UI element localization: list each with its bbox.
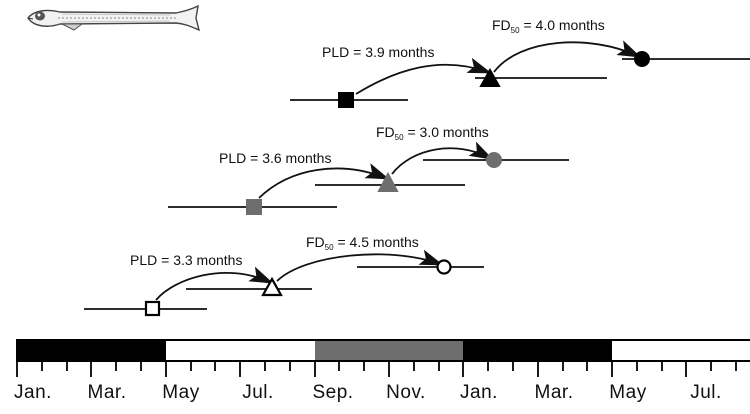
spawning-square-marker	[338, 92, 354, 108]
month-label: Jul.	[242, 382, 274, 403]
timeline-segment	[463, 340, 612, 361]
larval-fish-icon	[27, 4, 201, 32]
spawning-square-marker	[144, 300, 161, 317]
month-label: Mar.	[88, 382, 127, 403]
pld-label: PLD = 3.6 months	[219, 150, 331, 166]
settlement-triangle-marker	[377, 171, 399, 192]
month-label: Sep.	[312, 382, 353, 403]
fd50-label: FD50 = 3.0 months	[376, 124, 489, 142]
spawning-square-marker	[246, 199, 262, 215]
month-label: May	[609, 382, 646, 403]
pld-label: PLD = 3.3 months	[130, 252, 242, 268]
month-label: Nov.	[386, 382, 426, 403]
timeline-segment	[612, 340, 750, 361]
pld-arrow	[355, 57, 492, 95]
dispersal-circle-marker	[634, 51, 650, 67]
pld-arrow	[155, 266, 274, 301]
month-label: Mar.	[535, 382, 574, 403]
month-axis: Jan. Mar. May Jul. Sep. Nov. Jan. Mar. M…	[14, 361, 737, 403]
fd50-arrow	[493, 40, 642, 73]
dispersal-circle-marker	[436, 259, 452, 275]
fd50-label: FD50 = 4.5 months	[306, 234, 419, 252]
month-label: Jan.	[14, 382, 52, 403]
month-label: Jan.	[460, 382, 498, 403]
fd50-label: FD50 = 4.0 months	[492, 17, 605, 35]
timeline-bar-outline	[16, 339, 750, 362]
series-bottom: PLD = 3.3 months FD50 = 4.5 months	[84, 234, 484, 317]
pld-label: PLD = 3.9 months	[322, 44, 434, 60]
month-label: Jul.	[690, 382, 722, 403]
settlement-triangle-marker	[479, 67, 501, 87]
month-ticks	[16, 361, 737, 377]
timeline-segment	[17, 340, 166, 361]
fd50-arrow	[391, 141, 494, 175]
pld-arrow	[258, 163, 390, 199]
fd50-arrow	[276, 249, 444, 282]
settlement-triangle-marker	[261, 276, 283, 297]
dispersal-circle-marker	[486, 152, 502, 168]
month-label: May	[162, 382, 199, 403]
timeline-segment	[315, 340, 463, 361]
series-top: PLD = 3.9 months FD50 = 4.0 months	[290, 17, 750, 108]
series-middle: PLD = 3.6 months FD50 = 3.0 months	[168, 124, 569, 215]
season-timeline-bar	[16, 339, 750, 362]
timeline-segment	[166, 340, 315, 361]
